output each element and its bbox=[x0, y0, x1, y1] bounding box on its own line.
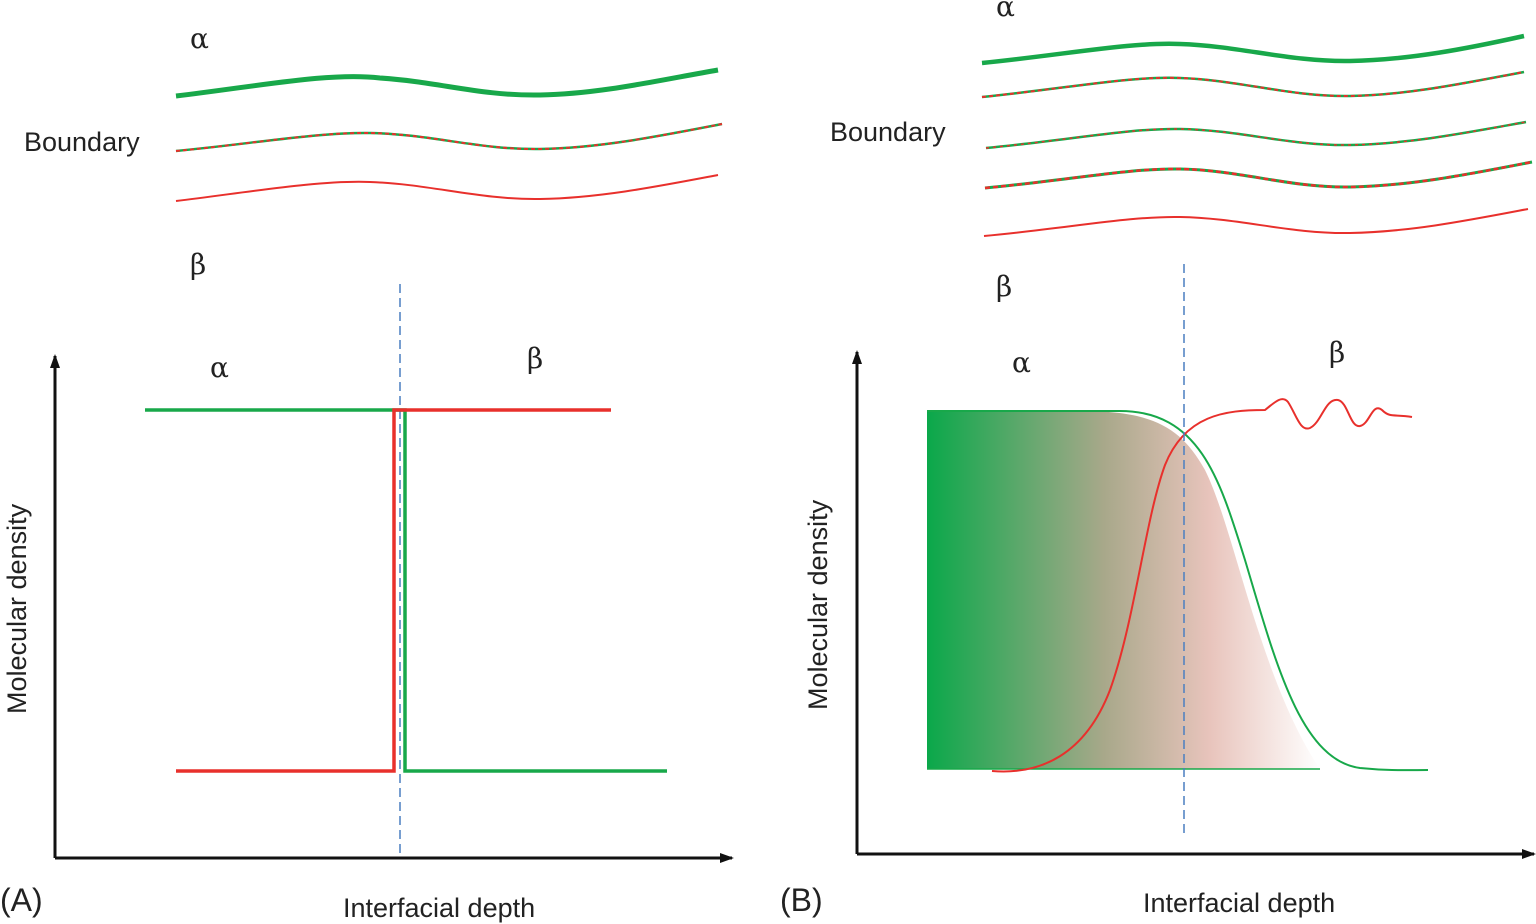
panel-a-beta-wave bbox=[175, 174, 719, 202]
panel-a-alpha-wave bbox=[175, 67, 719, 99]
panel-a-plot-beta-label: β bbox=[527, 342, 543, 375]
panel-b-top-alpha-label: α bbox=[996, 0, 1015, 23]
panel-b-boundary-wave-1-red bbox=[981, 71, 1525, 98]
panel-a-boundary-wave-green bbox=[175, 122, 723, 153]
panel-b-y-axis-label: Molecular density bbox=[803, 499, 833, 710]
panel-b-alpha-wave bbox=[981, 33, 1525, 66]
panel-b-boundary-label: Boundary bbox=[830, 117, 946, 147]
panel-a: α Boundary β α β Molecular density Inter… bbox=[0, 22, 734, 923]
panel-a-plot-alpha-label: α bbox=[210, 351, 229, 384]
panel-b-beta-density-curve bbox=[991, 398, 1413, 773]
panel-a-boundary-wave-red bbox=[175, 123, 723, 152]
panel-a-x-axis-label: Interfacial depth bbox=[343, 893, 535, 923]
panel-a-top-alpha-label: α bbox=[190, 22, 209, 55]
panel-a-top-beta-label: β bbox=[190, 248, 206, 281]
panel-b-plot-alpha-label: α bbox=[1012, 346, 1031, 379]
panel-a-alpha-density-step bbox=[145, 408, 667, 773]
panel-b-beta-wave bbox=[983, 208, 1529, 237]
panel-b-boundary-wave-2-red bbox=[985, 121, 1527, 149]
panel-b-tag: (B) bbox=[780, 882, 823, 918]
panel-a-tag: (A) bbox=[0, 882, 43, 918]
panel-b-boundary-wave-3-red bbox=[984, 160, 1533, 190]
panel-b-x-axis-label: Interfacial depth bbox=[1143, 888, 1335, 918]
panel-b-boundary-wave-3-green bbox=[984, 160, 1533, 190]
panel-b-plot-beta-label: β bbox=[1329, 336, 1345, 369]
panel-b-boundary-wave-1-green bbox=[981, 70, 1525, 99]
panel-b: α Boundary β α β Molecular density Inter… bbox=[780, 0, 1536, 918]
panel-b-alpha-density-fill bbox=[927, 411, 1320, 769]
panel-a-beta-density-step bbox=[176, 408, 611, 773]
panel-a-y-axis-label: Molecular density bbox=[2, 503, 32, 714]
panel-b-boundary-wave-2-green bbox=[985, 120, 1527, 150]
panel-b-alpha-density-curve bbox=[927, 410, 1429, 772]
panel-b-top-beta-label: β bbox=[996, 270, 1012, 303]
panel-a-boundary-label: Boundary bbox=[24, 127, 140, 157]
